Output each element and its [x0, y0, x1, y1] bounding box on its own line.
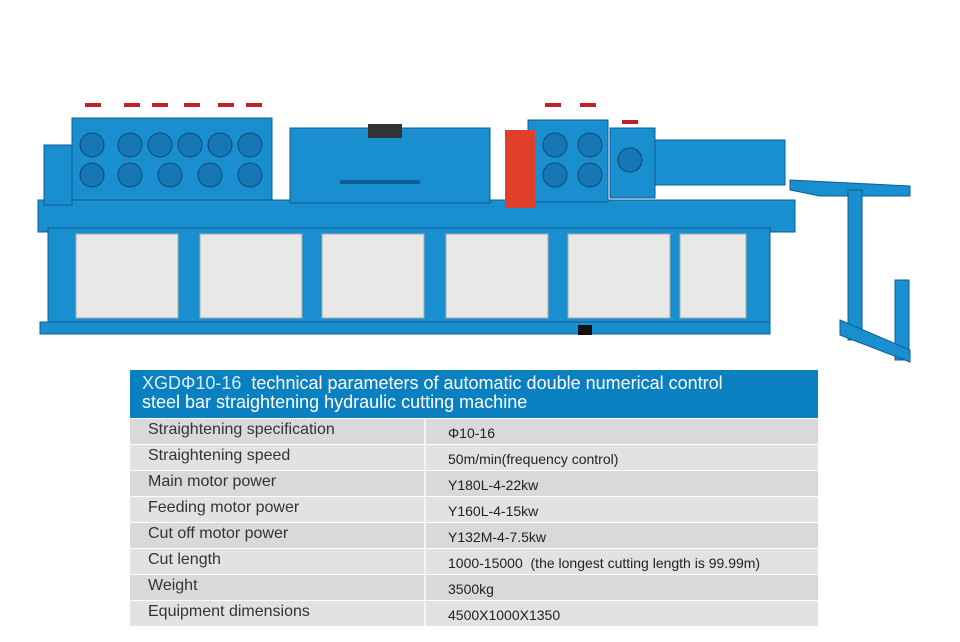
row-value: 50m/min(frequency control) [448, 451, 619, 467]
row-label: Straightening speed [130, 445, 426, 470]
row-value: Y132M-4-7.5kw [448, 529, 547, 545]
spec-rows: Straightening specification Φ10-16 Straig… [130, 419, 818, 626]
table-row: Cut off motor power Y132M-4-7.5kw [130, 523, 818, 548]
row-label: Main motor power [130, 471, 426, 496]
table-row: Cut length 1000-15000 (the longest cuttin… [130, 549, 818, 574]
row-value: 3500kg [448, 581, 494, 597]
row-value: 4500X1000X1350 [448, 607, 561, 623]
table-row: Equipment dimensions 4500X1000X1350 [130, 601, 818, 626]
table-row: Feeding motor power Y160L-4-15kw [130, 497, 818, 522]
row-value: Y180L-4-22kw [448, 477, 539, 493]
title-line-2: steel bar straightening hydraulic cuttin… [142, 392, 528, 412]
table-row: Main motor power Y180L-4-22kw [130, 471, 818, 496]
row-label: Cut off motor power [130, 523, 426, 548]
row-label: Straightening specification [130, 419, 426, 444]
row-value: 1000-15000 (the longest cutting length i… [448, 555, 761, 571]
row-value: Y160L-4-15kw [448, 503, 539, 519]
row-label: Weight [130, 575, 426, 600]
row-label: Equipment dimensions [130, 601, 426, 626]
spec-table-title: XGDΦ10-16 technical parameters of automa… [130, 370, 818, 418]
spec-table: XGDΦ10-16 technical parameters of automa… [130, 370, 818, 626]
table-row: Weight 3500kg [130, 575, 818, 600]
row-label: Feeding motor power [130, 497, 426, 522]
table-row: Straightening specification Φ10-16 [130, 419, 818, 444]
machine-photo [37, 103, 911, 363]
title-line-1: technical parameters of automatic double… [251, 373, 723, 393]
table-row: Straightening speed 50m/min(frequency con… [130, 445, 818, 470]
row-value: Φ10-16 [448, 425, 495, 441]
row-label: Cut length [130, 549, 426, 574]
model-number: XGDΦ10-16 [142, 373, 242, 393]
